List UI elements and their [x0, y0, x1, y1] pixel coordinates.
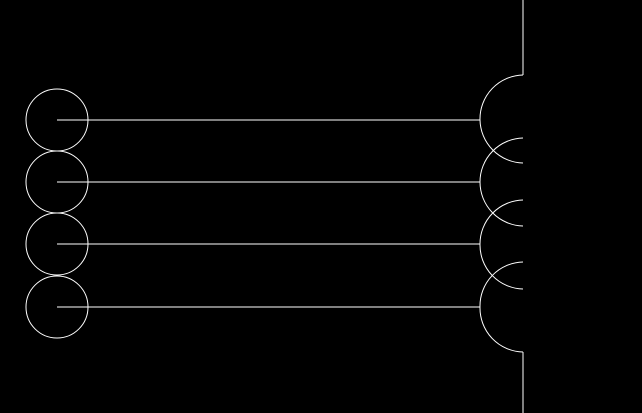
receptacle-arc-2	[479, 181, 524, 227]
outer-arc-bottom	[479, 306, 524, 353]
receptacle-arc-1b	[479, 137, 524, 183]
row-2	[25, 150, 480, 214]
receptacle-arc-3b	[479, 261, 524, 308]
row-1	[25, 88, 480, 152]
row-3	[25, 212, 480, 276]
receptacle-arc-1	[479, 119, 524, 164]
outer-arc-top	[479, 74, 524, 121]
receptacle-arc-2b	[479, 199, 524, 245]
row-4	[25, 275, 480, 339]
